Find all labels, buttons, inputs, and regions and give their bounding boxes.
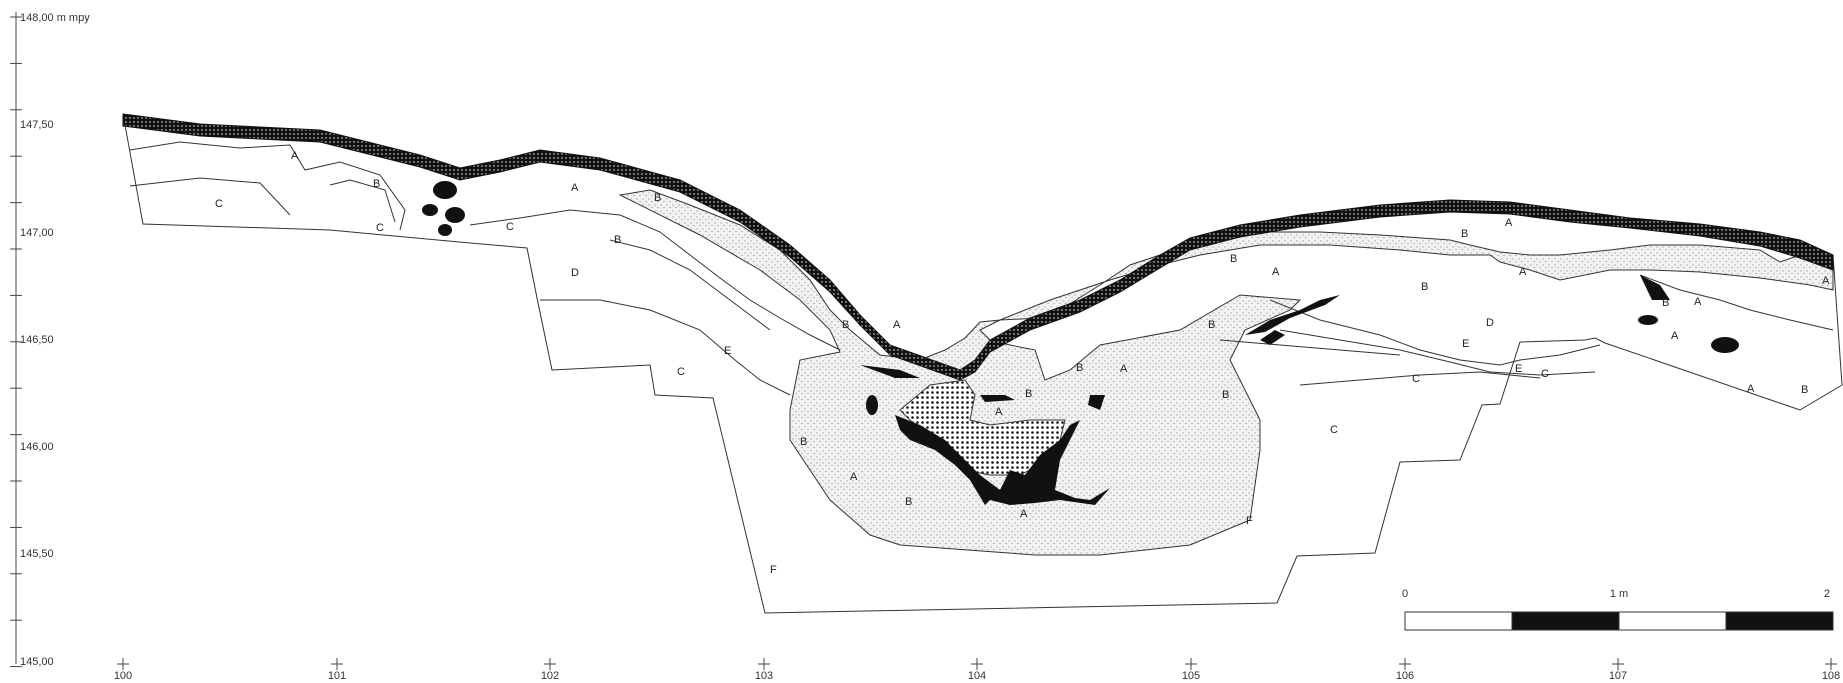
- distance-cross-mark: [1825, 658, 1837, 670]
- layer-label: A: [1120, 363, 1128, 375]
- layer-label: C: [215, 198, 223, 210]
- layer-label: C: [376, 222, 384, 234]
- layer-label: A: [850, 471, 858, 483]
- layer-label: C: [506, 221, 514, 233]
- layer-label: A: [291, 150, 299, 162]
- layer-label: C: [1541, 368, 1549, 380]
- elevation-tick-label: 147,50: [20, 119, 54, 131]
- layer-labels: A B C C C B D A B E C B A A B B A B B A …: [215, 150, 1830, 576]
- layer-label: B: [1461, 228, 1468, 240]
- distance-cross-mark: [758, 658, 770, 670]
- topsoil-band: [122, 113, 1834, 381]
- distance-tick-label: 106: [1396, 670, 1414, 682]
- scale-label-start: 0: [1402, 588, 1408, 600]
- elevation-tick-label: 146,50: [20, 334, 54, 346]
- layer-label: B: [1801, 384, 1808, 396]
- distance-tick-label: 105: [1182, 670, 1200, 682]
- scale-label-mid: 1 m: [1610, 588, 1628, 600]
- layer-label: F: [1246, 515, 1253, 527]
- layer-boundaries: [129, 141, 1834, 396]
- distance-cross-mark: [1612, 658, 1624, 670]
- distance-tick-label: 100: [114, 670, 132, 682]
- distance-cross-mark: [1185, 658, 1197, 670]
- layer-label: A: [1519, 266, 1527, 278]
- layer-label: A: [1747, 383, 1755, 395]
- layer-label: F: [770, 564, 777, 576]
- layer-label: B: [1076, 362, 1083, 374]
- elevation-tick-label: 145,50: [20, 548, 54, 560]
- layer-label: A: [1020, 508, 1028, 520]
- layer-label: B: [1421, 281, 1428, 293]
- elevation-unit-label: 148,00 m mpy: [20, 12, 90, 24]
- layer-label: A: [1671, 330, 1679, 342]
- layer-label: E: [1515, 363, 1522, 375]
- elevation-axis: 148,00 m mpy 147,50 147,00 146,50 146,00…: [10, 12, 90, 668]
- layer-label: C: [677, 366, 685, 378]
- distance-cross-mark: [331, 658, 343, 670]
- layer-label: E: [724, 345, 731, 357]
- excavation-outline: [122, 113, 1843, 614]
- layer-label: B: [842, 319, 849, 331]
- fill-deposit: [618, 189, 1834, 556]
- distance-axis: 100 101 102 103 104 105 106 107 108: [114, 658, 1840, 682]
- layer-label: B: [1208, 319, 1215, 331]
- layer-label: E: [1462, 338, 1469, 350]
- distance-tick-label: 103: [755, 670, 773, 682]
- layer-label: A: [1694, 296, 1702, 308]
- layer-label: C: [1330, 424, 1338, 436]
- black-inclusions: [422, 181, 1739, 415]
- distance-tick-label: 108: [1822, 670, 1840, 682]
- elevation-tick-label: 147,00: [20, 227, 54, 239]
- layer-label: B: [1025, 388, 1032, 400]
- layer-label: A: [893, 319, 901, 331]
- layer-label: C: [1412, 373, 1420, 385]
- distance-cross-mark: [971, 658, 983, 670]
- elevation-tick-label: 145,00: [20, 656, 54, 668]
- distance-cross-mark: [117, 658, 129, 670]
- layer-label: A: [1822, 275, 1830, 287]
- distance-tick-label: 107: [1609, 670, 1627, 682]
- distance-cross-mark: [544, 658, 556, 670]
- distance-tick-label: 102: [541, 670, 559, 682]
- layer-label: A: [1505, 217, 1513, 229]
- elevation-tick-label: 146,00: [20, 441, 54, 453]
- layer-label: D: [1486, 317, 1494, 329]
- black-deposit: [895, 415, 1110, 505]
- layer-label: B: [654, 192, 661, 204]
- layer-label: B: [1222, 389, 1229, 401]
- layer-label: B: [614, 234, 621, 246]
- layer-label: B: [1662, 297, 1669, 309]
- layer-label: B: [1230, 253, 1237, 265]
- layer-label: B: [905, 496, 912, 508]
- layer-label: B: [373, 178, 380, 190]
- layer-label: B: [800, 436, 807, 448]
- scale-bar: 0 1 m 2: [1402, 588, 1834, 631]
- layer-label: A: [995, 406, 1003, 418]
- layer-label: A: [571, 182, 579, 194]
- distance-cross-mark: [1399, 658, 1411, 670]
- scale-label-end: 2: [1824, 588, 1830, 600]
- layer-label: A: [1272, 266, 1280, 278]
- distance-tick-label: 104: [968, 670, 986, 682]
- layer-label: D: [571, 267, 579, 279]
- distance-tick-label: 101: [328, 670, 346, 682]
